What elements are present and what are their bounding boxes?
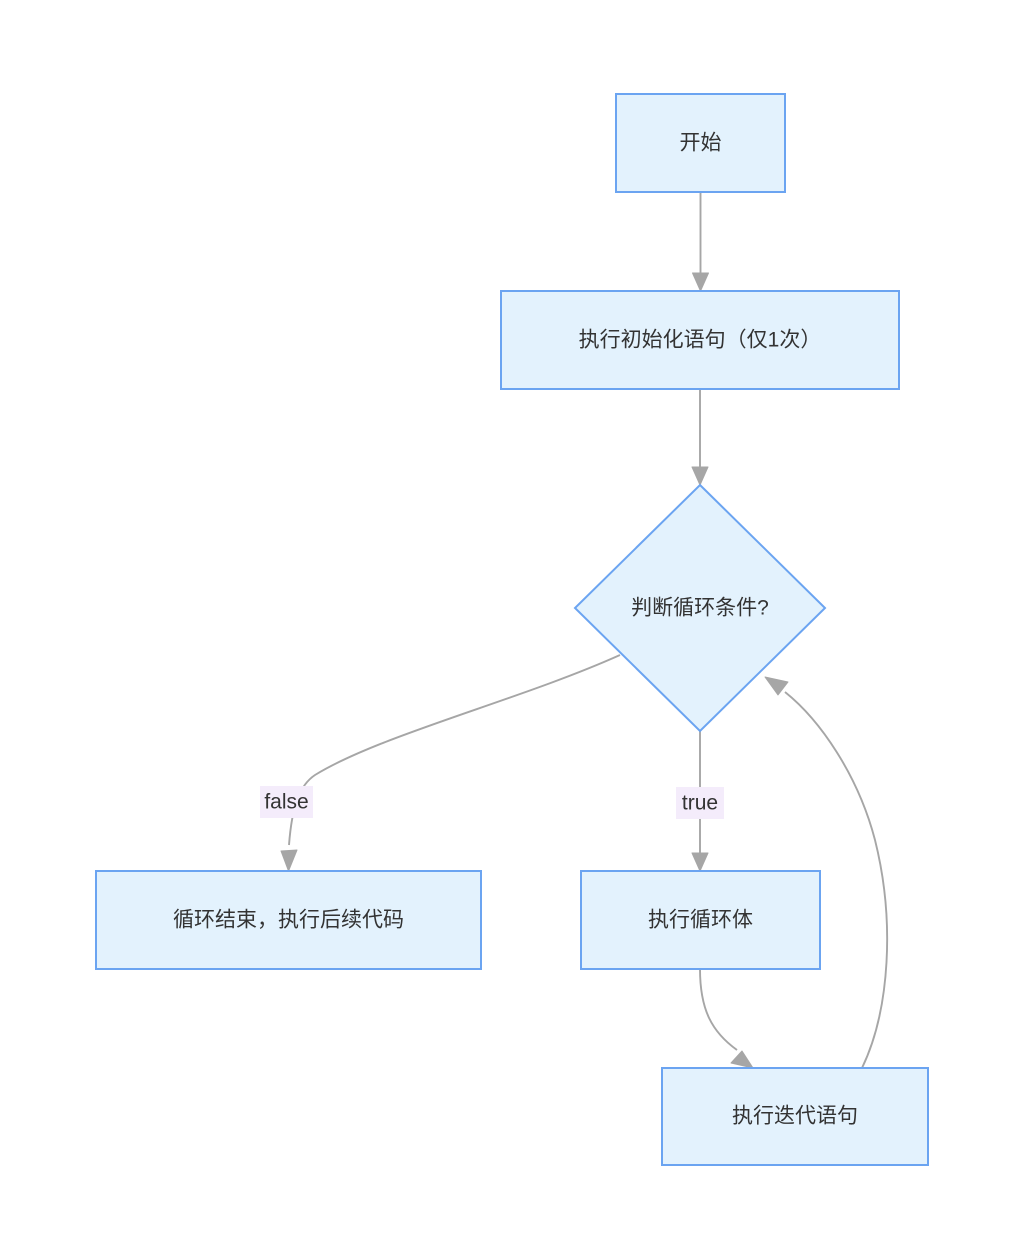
arrowhead <box>764 676 789 696</box>
node-shape-rect[interactable] <box>580 870 821 970</box>
node-label-init: 执行初始化语句（仅1次） <box>579 329 822 352</box>
node-shape-rect[interactable] <box>95 870 482 970</box>
node-label-loop-end: 循环结束，执行后续代码 <box>173 909 404 932</box>
edge-label-layer: false true <box>260 786 724 819</box>
edge-label-true: true <box>676 787 724 819</box>
edge-path <box>784 691 889 1069</box>
node-shape-diamond[interactable] <box>573 483 827 733</box>
node-loop-end[interactable]: 循环结束，执行后续代码 <box>95 870 482 970</box>
arrowhead <box>280 849 298 872</box>
edge-label-false-text: false <box>264 791 308 814</box>
arrowhead <box>691 852 709 872</box>
node-layer: 开始 执行初始化语句（仅1次） 判断循环条件? 循环结束，执行后续代码 执行循环… <box>95 93 929 1166</box>
arrowhead <box>691 466 709 486</box>
node-start[interactable]: 开始 <box>615 93 786 193</box>
edge-cond-to-end <box>280 654 621 872</box>
edge-layer <box>280 192 889 1069</box>
arrowhead <box>692 272 709 292</box>
edge-label-false: false <box>260 786 313 818</box>
node-shape-rect[interactable] <box>661 1067 929 1166</box>
node-shape-rect[interactable] <box>500 290 900 390</box>
edge-body-to-iter <box>699 968 754 1069</box>
edge-start-to-init <box>692 192 709 292</box>
node-label-loop-body: 执行循环体 <box>648 909 753 932</box>
node-loop-body[interactable]: 执行循环体 <box>580 870 821 970</box>
edge-path <box>699 968 738 1051</box>
edge-path <box>288 654 621 846</box>
arrowhead <box>730 1050 754 1069</box>
node-condition[interactable]: 判断循环条件? <box>573 483 827 733</box>
edge-init-to-cond <box>691 389 709 486</box>
node-label-condition: 判断循环条件? <box>631 597 769 620</box>
node-iteration[interactable]: 执行迭代语句 <box>661 1067 929 1166</box>
edge-label-background <box>260 786 313 818</box>
edge-label-background <box>676 787 724 819</box>
node-label-start: 开始 <box>680 132 722 155</box>
edge-label-true-text: true <box>682 792 718 815</box>
node-init[interactable]: 执行初始化语句（仅1次） <box>500 290 900 390</box>
node-shape-rect[interactable] <box>615 93 786 193</box>
edge-iter-to-cond <box>764 676 889 1069</box>
node-label-iteration: 执行迭代语句 <box>732 1105 858 1128</box>
